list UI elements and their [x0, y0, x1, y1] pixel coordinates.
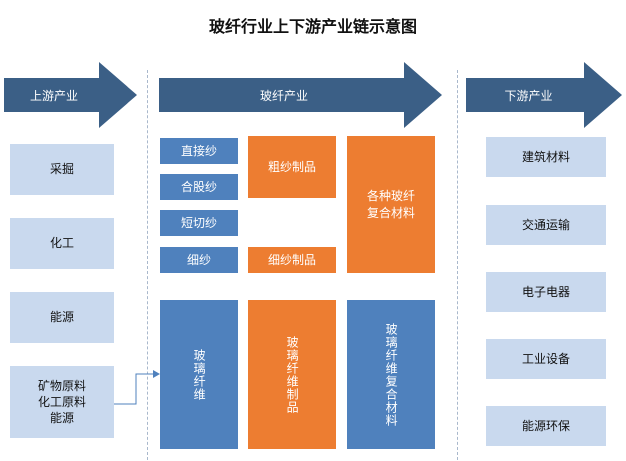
yarn-fine: 细纱 — [160, 247, 238, 273]
downstream-item-industrial-equipment: 工业设备 — [486, 339, 606, 379]
glass-fiber-composites: 各种玻纤 复合材料 — [347, 136, 435, 273]
downstream-item-energy-environment: 能源环保 — [486, 406, 606, 446]
column-divider-right — [457, 70, 458, 460]
yarn-plied: 合股纱 — [160, 174, 238, 200]
downstream-header: 下游产业 — [504, 88, 553, 103]
downstream-arrow: 下游产业 — [466, 60, 622, 130]
downstream-item-transportation: 交通运输 — [486, 205, 606, 245]
column-divider-left — [147, 70, 148, 460]
glass-fiber-composites-label: 玻璃纤维复合材料 — [384, 322, 399, 427]
yarn-direct: 直接纱 — [160, 138, 238, 164]
upstream-item-raw-materials: 矿物原料 化工原料 能源 — [10, 366, 114, 438]
page-title: 玻纤行业上下游产业链示意图 — [208, 17, 417, 36]
glass-fiber-products-box: 玻璃纤维制品 — [248, 300, 336, 449]
downstream-arrow-shape — [466, 62, 622, 128]
glass-fiber-products-label: 玻璃纤维制品 — [285, 335, 300, 414]
midstream-header: 玻纤产业 — [259, 88, 308, 103]
upstream-arrow-shape — [4, 62, 137, 128]
glass-fiber-composites-box: 玻璃纤维复合材料 — [347, 300, 435, 449]
glass-fiber-box: 玻璃纤维 — [160, 300, 238, 449]
upstream-header: 上游产业 — [29, 88, 78, 103]
upstream-arrow: 上游产业 — [4, 60, 137, 130]
upstream-item-energy: 能源 — [10, 292, 114, 343]
fine-yarn-products: 细纱制品 — [248, 247, 336, 273]
midstream-arrow-shape — [159, 62, 442, 128]
midstream-arrow: 玻纤产业 — [159, 60, 442, 130]
coarse-yarn-products: 粗纱制品 — [248, 136, 336, 198]
upstream-item-chemical: 化工 — [10, 218, 114, 269]
yarn-chopped: 短切纱 — [160, 210, 238, 236]
downstream-item-building-materials: 建筑材料 — [486, 137, 606, 177]
upstream-item-mining: 采掘 — [10, 144, 114, 195]
downstream-item-electronics: 电子电器 — [486, 272, 606, 312]
glass-fiber-label: 玻璃纤维 — [192, 348, 207, 401]
